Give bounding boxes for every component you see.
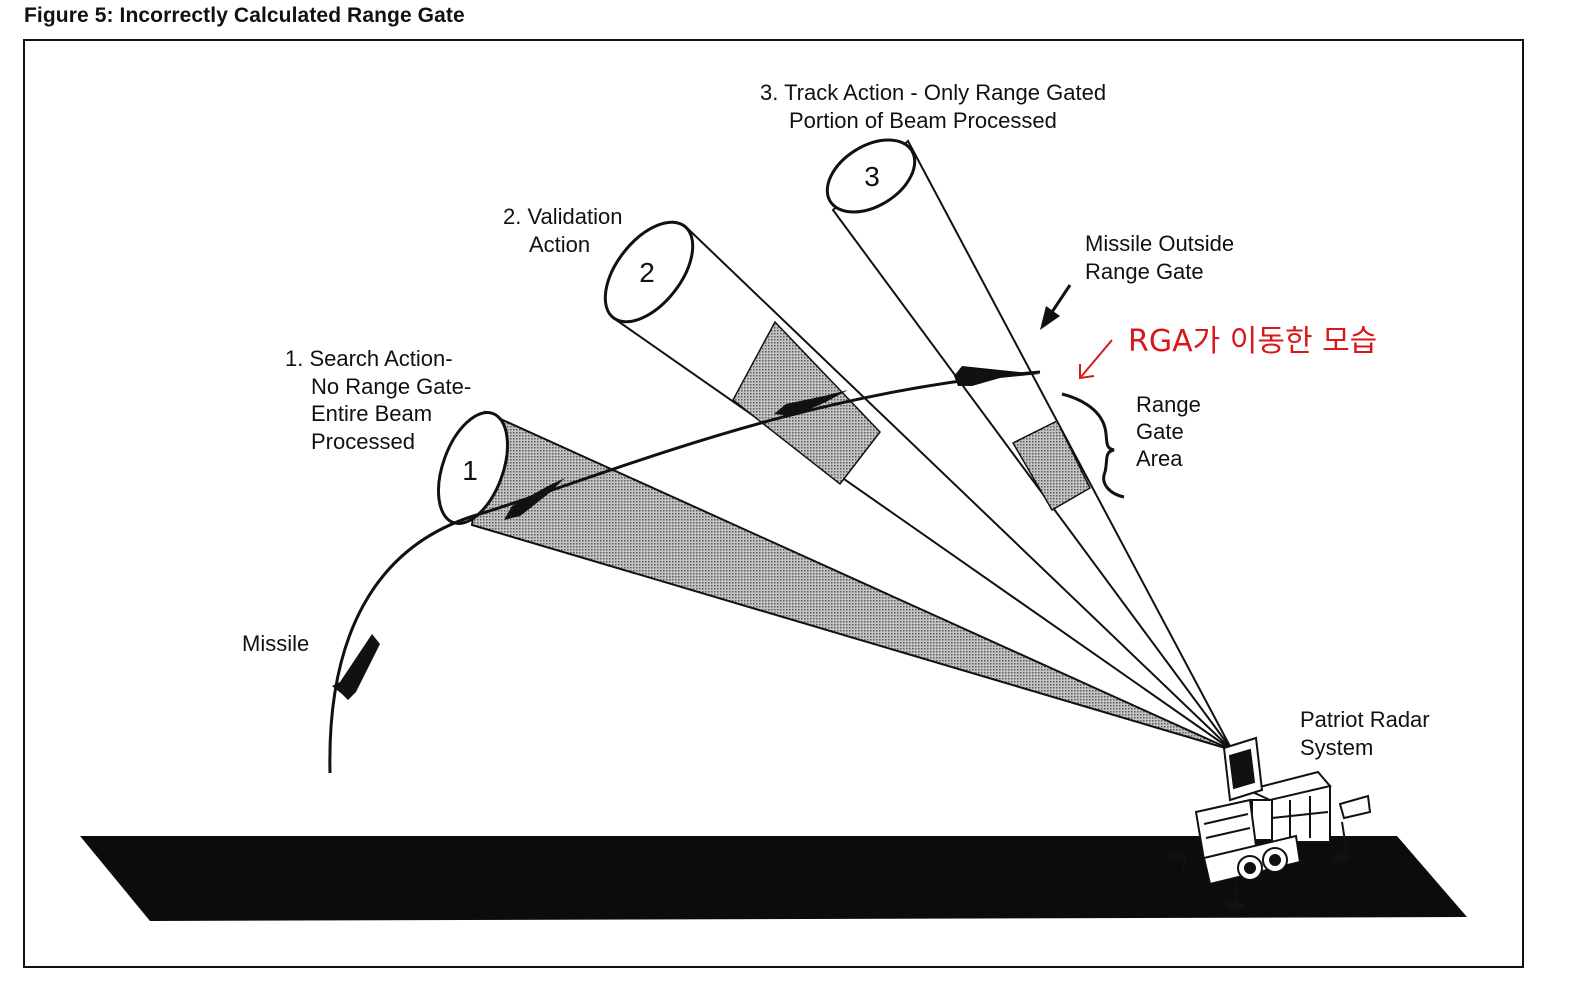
svg-text:System: System — [1300, 735, 1373, 760]
missile-icon — [504, 478, 565, 520]
svg-text:Action: Action — [529, 232, 590, 257]
svg-text:1. Search Action-: 1. Search Action- — [285, 346, 453, 371]
beam-3-number: 3 — [864, 161, 880, 192]
svg-text:Processed: Processed — [311, 429, 415, 454]
missile-outside-label: Missile Outside Range Gate — [1085, 231, 1234, 284]
missile-trajectory — [328, 370, 1041, 774]
beam-1-label: 1. Search Action- No Range Gate- Entire … — [285, 346, 471, 454]
svg-text:Area: Area — [1136, 446, 1183, 471]
beam-1 — [437, 410, 1233, 751]
beam-3-range-gate — [1011, 419, 1091, 512]
svg-text:3. Track Action - Only Range G: 3. Track Action - Only Range Gated — [760, 80, 1106, 105]
beam-1-number: 1 — [462, 455, 478, 486]
beam-3 — [825, 138, 1233, 751]
beam-3-end — [825, 138, 917, 214]
svg-text:Missile Outside: Missile Outside — [1085, 231, 1234, 256]
svg-text:Gate: Gate — [1136, 419, 1184, 444]
svg-text:2. Validation: 2. Validation — [503, 204, 622, 229]
figure-title: Figure 5: Incorrectly Calculated Range G… — [24, 4, 465, 27]
arrow-down-left-icon — [1040, 284, 1072, 330]
svg-text:Portion of Beam Processed: Portion of Beam Processed — [789, 108, 1057, 133]
svg-text:Range Gate: Range Gate — [1085, 259, 1204, 284]
radar-label: Patriot Radar System — [1300, 707, 1430, 760]
svg-text:RGA가 이동한 모습: RGA가 이동한 모습 — [1128, 324, 1377, 359]
range-gate-bracket — [1061, 392, 1125, 499]
missile-icon — [774, 390, 848, 416]
ground-strip — [80, 836, 1467, 921]
missile-icon — [954, 366, 1040, 386]
handwritten-annotation: RGA가 이동한 모습 — [1079, 324, 1377, 380]
beam-2-label: 2. Validation Action — [503, 204, 622, 257]
missile-icon — [332, 634, 380, 700]
beam-3-label: 3. Track Action - Only Range Gated Porti… — [760, 80, 1106, 133]
beam-2-end — [603, 220, 695, 324]
beam-2-number: 2 — [639, 257, 655, 288]
range-gate-area-label: Range Gate Area — [1136, 392, 1201, 471]
svg-text:Patriot Radar: Patriot Radar — [1300, 707, 1430, 732]
missile-label: Missile — [242, 631, 309, 656]
patriot-radar-icon — [1168, 736, 1372, 910]
svg-text:Range: Range — [1136, 392, 1201, 417]
svg-text:Entire Beam: Entire Beam — [311, 401, 432, 426]
figure-frame — [23, 39, 1524, 968]
svg-text:No Range Gate-: No Range Gate- — [311, 374, 471, 399]
